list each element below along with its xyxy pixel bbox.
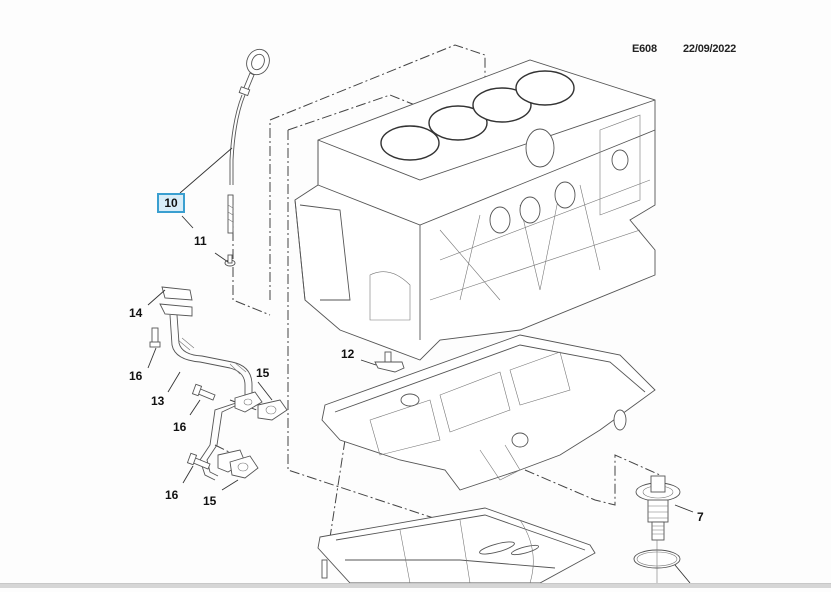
callout-15[interactable]: 15 bbox=[203, 494, 217, 508]
leader-lines bbox=[147, 147, 694, 584]
bolt-upper[interactable] bbox=[149, 327, 161, 348]
callout-7[interactable]: 7 bbox=[697, 510, 704, 524]
callout-14[interactable]: 14 bbox=[129, 306, 143, 320]
diagram-code: E608 bbox=[632, 43, 657, 55]
callout-10[interactable]: 10 bbox=[157, 193, 185, 213]
callout-13[interactable]: 13 bbox=[151, 394, 165, 408]
sensor[interactable] bbox=[374, 351, 405, 373]
gasket-upper[interactable] bbox=[257, 399, 288, 421]
oil-dipstick[interactable] bbox=[229, 46, 273, 185]
callout-15[interactable]: 15 bbox=[256, 366, 270, 380]
callout-16[interactable]: 16 bbox=[173, 420, 187, 434]
bolt-middle[interactable] bbox=[191, 383, 216, 401]
engine-block[interactable] bbox=[294, 59, 656, 361]
callout-12[interactable]: 12 bbox=[341, 347, 355, 361]
diagram-date: 22/09/2022 bbox=[683, 43, 737, 55]
callout-11[interactable]: 11 bbox=[194, 234, 207, 248]
callout-16[interactable]: 16 bbox=[129, 369, 143, 383]
oil-pan[interactable] bbox=[317, 507, 596, 584]
gasket-lower[interactable] bbox=[229, 455, 259, 479]
oil-filter-adapter[interactable] bbox=[635, 475, 681, 541]
bolt-lower[interactable] bbox=[186, 452, 211, 470]
bottom-border bbox=[0, 583, 831, 588]
dipstick-tube[interactable] bbox=[224, 194, 236, 267]
sealing-ring[interactable] bbox=[633, 540, 681, 583]
callout-16[interactable]: 16 bbox=[165, 488, 179, 502]
oil-return-pipe[interactable] bbox=[159, 286, 263, 481]
lower-crankcase[interactable] bbox=[321, 334, 656, 491]
